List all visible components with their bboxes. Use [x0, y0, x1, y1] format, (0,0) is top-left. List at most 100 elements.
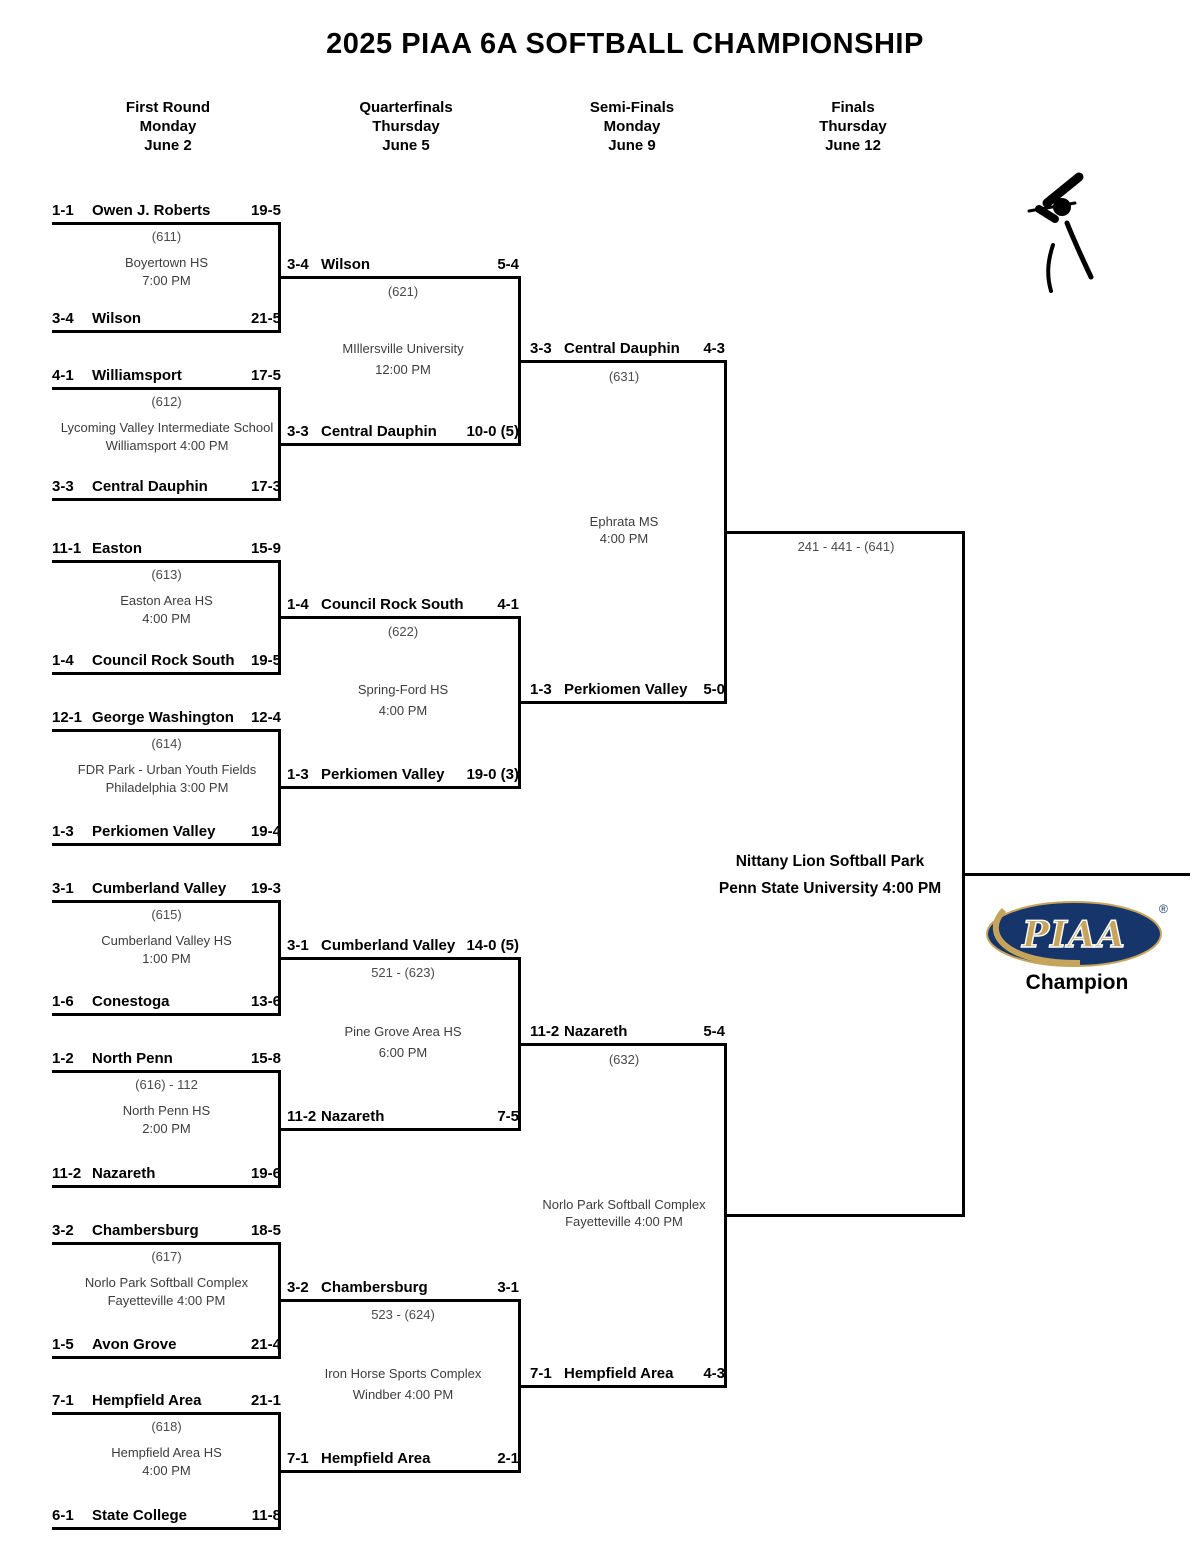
game-number-612: (612): [151, 394, 182, 409]
team-row-632-top: 11-2 Nazareth 5-4: [530, 1023, 725, 1042]
team-seed: 3-4: [287, 256, 309, 273]
team-name: Wilson: [92, 310, 142, 327]
body-curve: [1064, 220, 1094, 280]
bracket-line: [52, 1412, 281, 1415]
team-name: Council Rock South: [321, 596, 464, 613]
bracket-connector: [518, 276, 521, 446]
team-name: Central Dauphin: [321, 423, 437, 440]
bracket-line: [52, 900, 281, 903]
team-record: 13-6: [250, 993, 281, 1010]
bracket-line: [521, 701, 727, 704]
team-name: North Penn: [92, 1050, 173, 1067]
venue-time: 12:00 PM: [375, 362, 431, 377]
bracket-line: [281, 616, 521, 619]
team-row-623-bottom: 11-2 Nazareth 7-5: [287, 1108, 519, 1127]
team-record: 11-8: [251, 1507, 281, 1524]
team-seed: 1-3: [530, 681, 552, 698]
piaa-oval-logo: PIAA ®: [986, 901, 1168, 967]
team-row-618-top: 7-1 Hempfield Area 21-1: [52, 1392, 281, 1411]
team-seed: 1-3: [52, 823, 74, 840]
game-number-614: (614): [151, 736, 182, 751]
team-row-611-top: 1-1 Owen J. Roberts 19-5: [52, 202, 281, 221]
team-record: 19-3: [250, 880, 281, 897]
team-row-631-bottom: 1-3 Perkiomen Valley 5-0: [530, 681, 725, 700]
team-record: 7-5: [497, 1108, 519, 1125]
team-row-611-bottom: 3-4 Wilson 21-5: [52, 310, 281, 329]
team-seed: 3-2: [287, 1279, 309, 1296]
venue-time: Penn State University 4:00 PM: [718, 880, 942, 897]
team-row-616-top: 1-2 North Penn 15-8: [52, 1050, 281, 1069]
venue-time: Windber 4:00 PM: [352, 1387, 454, 1402]
team-name: Hempfield Area: [321, 1450, 431, 1467]
team-seed: 12-1: [52, 709, 83, 726]
page-title: 2025 PIAA 6A SOFTBALL CHAMPIONSHIP: [326, 28, 924, 60]
team-name: Chambersburg: [92, 1222, 199, 1239]
bracket-line: [281, 1299, 521, 1302]
team-record: 21-4: [250, 1336, 281, 1353]
team-seed: 3-3: [530, 340, 552, 357]
bracket-line: [52, 729, 281, 732]
team-seed: 1-2: [52, 1050, 74, 1067]
team-name: Council Rock South: [92, 652, 235, 669]
team-row-624-bottom: 7-1 Hempfield Area 2-1: [287, 1450, 519, 1469]
game-number-618: (618): [151, 1419, 182, 1434]
team-row-624-top: 3-2 Chambersburg 3-1: [287, 1279, 519, 1298]
team-seed: 1-5: [52, 1336, 74, 1353]
bat-stroke: [1042, 172, 1084, 208]
bracket-line: [281, 1128, 521, 1131]
team-name: Nazareth: [92, 1165, 156, 1182]
game-number-622: (622): [387, 624, 419, 639]
venue-617: Norlo Park Softball Complex Fayetteville…: [52, 1274, 281, 1310]
team-name: Williamsport: [92, 367, 182, 384]
team-name: Perkiomen Valley: [321, 766, 445, 783]
round-date: June 5: [382, 137, 430, 154]
venue-613: Easton Area HS 4:00 PM: [52, 592, 281, 628]
venue-622: Spring-Ford HS 4:00 PM: [287, 679, 519, 721]
team-record: 3-1: [497, 1279, 519, 1296]
venue-612: Lycoming Valley Intermediate School Will…: [42, 419, 292, 455]
round-name: Semi-Finals: [589, 99, 675, 116]
team-row-618-bottom: 6-1 State College 11-8: [52, 1507, 281, 1526]
team-seed: 11-2: [530, 1023, 560, 1040]
bracket-connector: [278, 900, 281, 1016]
team-record: 15-8: [250, 1050, 281, 1067]
venue-name: North Penn HS: [122, 1103, 211, 1118]
team-row-617-bottom: 1-5 Avon Grove 21-4: [52, 1336, 281, 1355]
game-number-617: (617): [151, 1249, 182, 1264]
team-record: 2-1: [497, 1450, 519, 1467]
team-seed: 1-4: [52, 652, 74, 669]
team-name: Perkiomen Valley: [92, 823, 216, 840]
team-seed: 7-1: [287, 1450, 309, 1467]
team-record: 19-4: [250, 823, 281, 840]
champion-line: [965, 873, 1190, 876]
team-name: Wilson: [321, 256, 371, 273]
team-name: Easton: [92, 540, 143, 557]
team-seed: 1-6: [52, 993, 74, 1010]
team-seed: 3-2: [52, 1222, 74, 1239]
team-row-612-bottom: 3-3 Central Dauphin 17-3: [52, 478, 281, 497]
team-row-616-bottom: 11-2 Nazareth 19-6: [52, 1165, 281, 1184]
team-seed: 11-2: [287, 1108, 317, 1125]
team-seed: 11-2: [52, 1165, 82, 1182]
venue-name: Norlo Park Softball Complex: [542, 1197, 706, 1212]
team-name: Cumberland Valley: [92, 880, 227, 897]
team-record: 5-4: [703, 1023, 725, 1040]
team-name: George Washington: [92, 709, 234, 726]
venue-time: 1:00 PM: [142, 951, 191, 966]
bracket-connector: [278, 1070, 281, 1188]
venue-name: Nittany Lion Softball Park: [735, 853, 925, 870]
column-header-semifinals: Semi-Finals Monday June 9: [532, 98, 732, 155]
round-date: June 9: [608, 137, 656, 154]
softball-batter-icon: [1027, 172, 1094, 293]
team-record: 18-5: [250, 1222, 281, 1239]
team-name: Chambersburg: [321, 1279, 428, 1296]
team-row-613-bottom: 1-4 Council Rock South 19-5: [52, 652, 281, 671]
venue-name: Easton Area HS: [120, 593, 213, 608]
team-row-622-bottom: 1-3 Perkiomen Valley 19-0 (3): [287, 766, 519, 785]
team-record: 15-9: [250, 540, 281, 557]
bracket-connector: [278, 1242, 281, 1359]
team-row-613-top: 11-1 Easton 15-9: [52, 540, 281, 559]
venue-name: Hempfield Area HS: [111, 1445, 222, 1460]
registered-mark: ®: [1159, 902, 1168, 916]
team-seed: 1-4: [287, 596, 309, 613]
